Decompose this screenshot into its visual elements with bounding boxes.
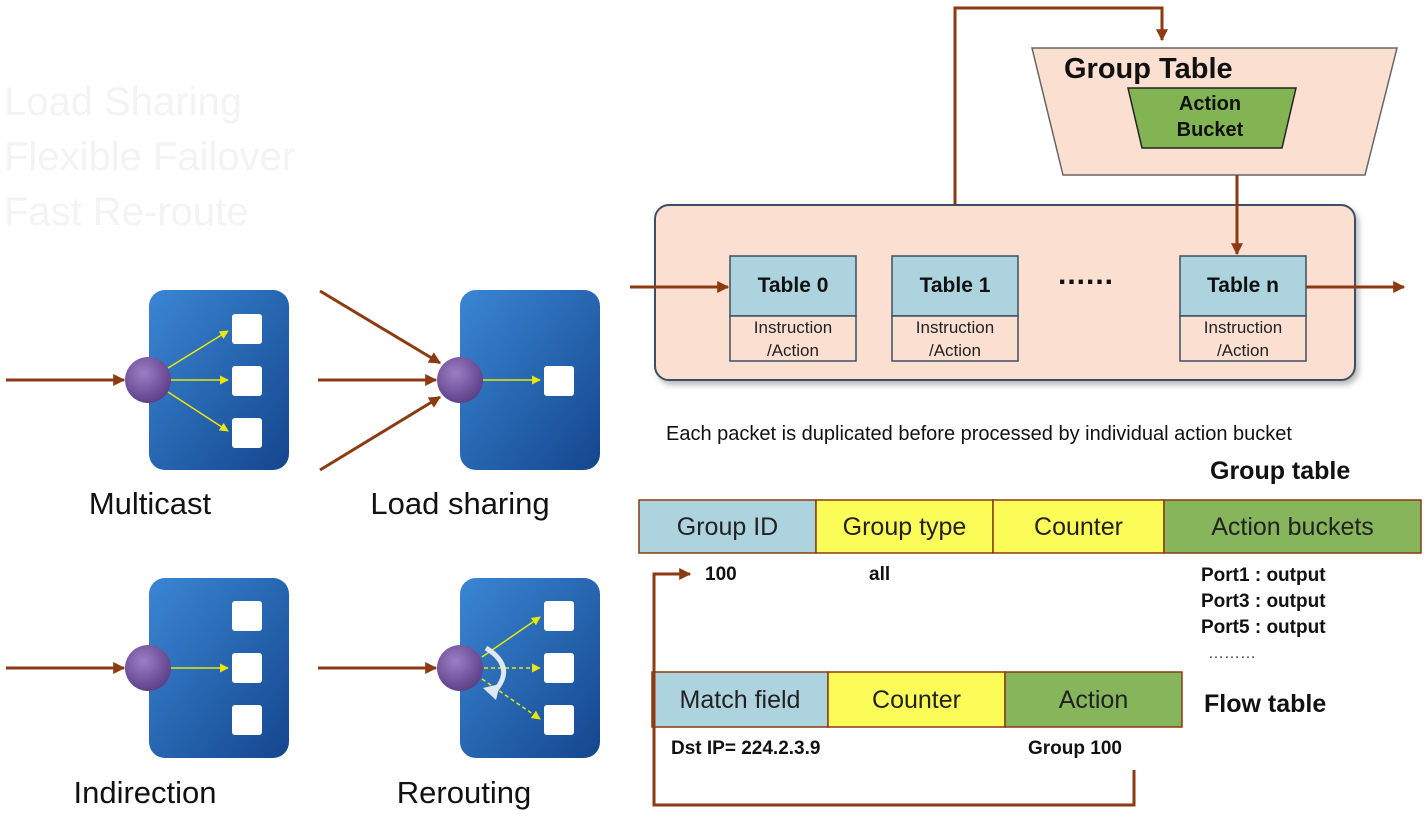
bucket-entry: Port3 : output [1201,591,1326,612]
table-box [891,255,1019,317]
counter-header: Counter [872,686,961,714]
group-node [125,645,171,691]
port-square [232,366,262,396]
table-box [1179,255,1307,317]
indirection-illustration [6,578,289,758]
bucket-more: ……… [1208,645,1256,662]
faded-text-line: Flexible Failover [4,135,296,179]
action-bucket-shape [1127,87,1297,149]
action-bucket-line-2: Bucket [1176,119,1244,141]
rerouting-illustration [318,578,600,758]
group-id-value: 100 [705,564,737,585]
port-square [232,314,262,344]
table-0-title: Table 0 [757,274,829,297]
group-type-header: Group type [842,513,967,541]
action-buckets-header: Action buckets [1211,513,1374,541]
load-sharing-label: Load sharing [370,486,550,521]
action-header: Action [1058,686,1129,714]
header-cell [827,671,1006,728]
group-reference-arrow [652,568,1136,807]
group-id-header: Group ID [676,513,779,541]
group-type-value: all [869,564,891,585]
bucket-entry: Port1 : output [1201,565,1326,586]
port-square [544,366,574,396]
table-box [729,255,857,317]
table-1-sub2: /Action [929,341,981,360]
table-1-sub1: Instruction [915,318,995,337]
duplication-note: Each packet is duplicated before process… [666,423,1292,445]
tables-ellipsis: ...... [1058,258,1115,291]
port-square [232,418,262,448]
header-cell [1163,499,1422,554]
table-n-sub2: /Action [1217,341,1269,360]
group-node [437,645,483,691]
match-field-value: Dst IP= 224.2.3.9 [671,738,821,759]
port-square [232,653,262,683]
bucket-entry: Port5 : output [1201,617,1326,638]
indirection-label: Indirection [73,775,217,810]
counter-header: Counter [1034,513,1123,541]
multicast-label: Multicast [88,486,212,521]
port-square [232,601,262,631]
action-value: Group 100 [1028,738,1122,759]
table-0-sub1: Instruction [753,318,833,337]
port-square [544,653,574,683]
table-n-title: Table n [1207,274,1279,297]
group-node [125,357,171,403]
match-field-header: Match field [679,686,801,714]
faded-text-line: Load Sharing [4,80,242,124]
flow-table-label: Flow table [1204,690,1327,718]
header-cell [992,499,1165,554]
action-bucket-line-1: Action [1178,93,1242,115]
group-table-title: Group Table [1064,53,1233,85]
port-square [544,601,574,631]
rerouting-label: Rerouting [396,775,532,810]
faded-text-line: Fast Re-route [4,190,249,234]
header-cell [638,499,817,554]
header-cell [815,499,994,554]
port-square [232,705,262,735]
table-1-title: Table 1 [919,274,991,297]
header-cell [651,671,829,728]
to-group-table-arrow [953,6,1168,256]
header-cell [1004,671,1183,728]
table-0-sub2: /Action [767,341,819,360]
group-node [437,357,483,403]
multicast-illustration [6,290,289,470]
table-n-sub1: Instruction [1203,318,1283,337]
port-square [544,705,574,735]
group-table-label: Group table [1210,457,1351,485]
load-sharing-illustration [318,289,600,472]
